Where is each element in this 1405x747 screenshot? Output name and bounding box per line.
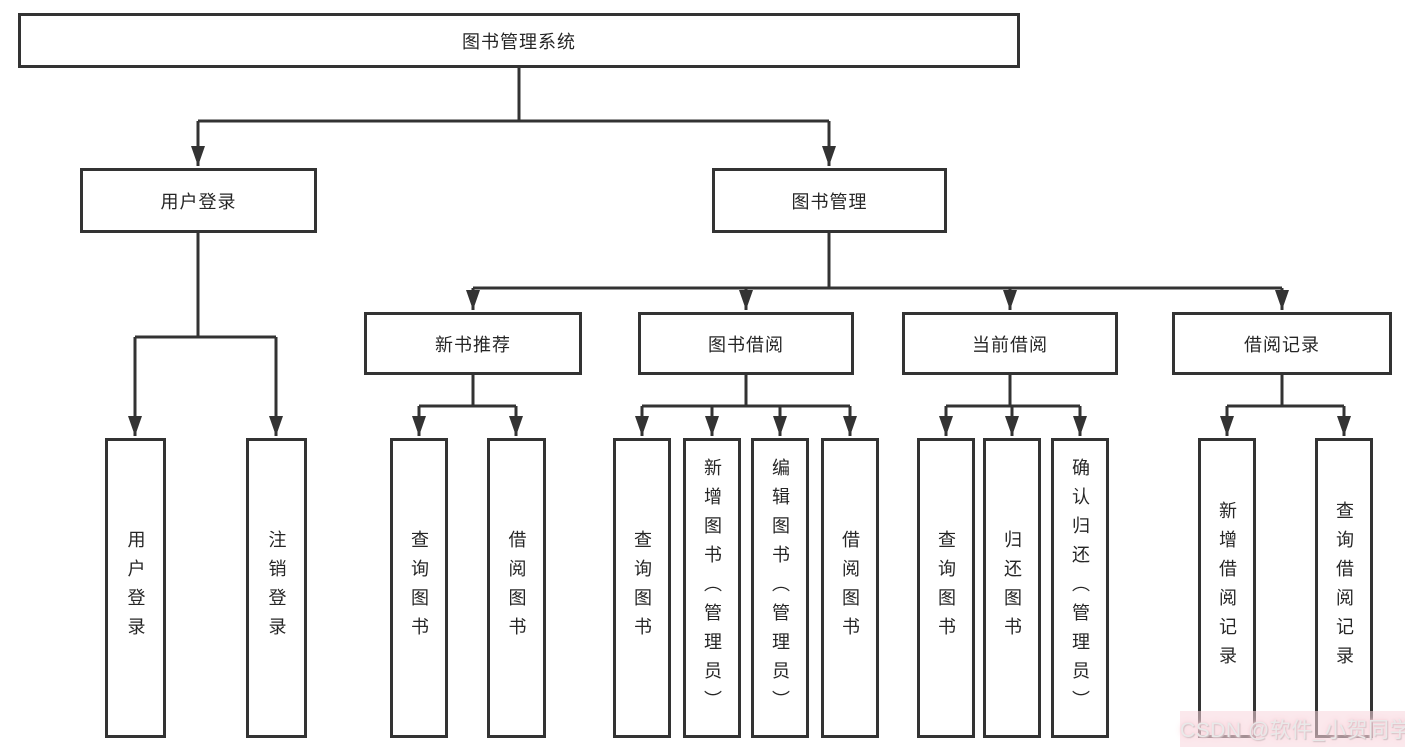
node-label: 用户登录 — [160, 191, 237, 212]
node-label: 图书管理 — [791, 191, 868, 212]
node-label: 图书借阅 — [708, 334, 784, 355]
node-label: 查询图书 — [409, 530, 429, 646]
leaf-return-books: 归还图书 — [983, 438, 1041, 738]
leaf-add-borrow-record: 新增借阅记录 — [1198, 438, 1256, 738]
leaf-logout: 注销登录 — [246, 438, 307, 738]
node-current-borrowing: 当前借阅 — [902, 312, 1118, 375]
node-label: 编辑图书（管理员） — [770, 457, 790, 719]
node-library-system: 图书管理系统 — [18, 13, 1020, 68]
leaf-confirm-return-admin: 确认归还（管理员） — [1051, 438, 1109, 738]
node-label: 新增图书（管理员） — [702, 457, 722, 719]
node-borrowing-records: 借阅记录 — [1172, 312, 1392, 375]
node-label: 查询图书 — [936, 530, 956, 646]
leaf-edit-books-admin: 编辑图书（管理员） — [751, 438, 809, 738]
node-label: 用户登录 — [125, 530, 146, 646]
csdn-watermark: CSDN @软件_小贺同学 — [1180, 711, 1405, 747]
leaf-query-books: 查询图书 — [613, 438, 671, 738]
leaf-query-borrow-record: 查询借阅记录 — [1315, 438, 1373, 738]
node-label: 归还图书 — [1002, 530, 1022, 646]
leaf-query-books: 查询图书 — [390, 438, 448, 738]
node-new-book-recommendation: 新书推荐 — [364, 312, 582, 375]
leaf-query-books: 查询图书 — [917, 438, 975, 738]
node-label: 新书推荐 — [435, 334, 511, 355]
node-user-login: 用户登录 — [80, 168, 317, 233]
node-label: 新增借阅记录 — [1217, 501, 1237, 675]
node-label: 查询借阅记录 — [1334, 501, 1354, 675]
node-label: 借阅图书 — [840, 530, 860, 646]
leaf-add-books-admin: 新增图书（管理员） — [683, 438, 741, 738]
node-label: 查询图书 — [632, 530, 652, 646]
node-label: 借阅记录 — [1244, 334, 1320, 355]
leaf-borrow-books: 借阅图书 — [821, 438, 879, 738]
watermark-text: CSDN @软件_小贺同学 — [1180, 719, 1405, 742]
node-label: 当前借阅 — [972, 334, 1048, 355]
node-label: 借阅图书 — [506, 530, 527, 646]
node-book-borrowing: 图书借阅 — [638, 312, 854, 375]
leaf-user-login: 用户登录 — [105, 438, 166, 738]
leaf-borrow-books: 借阅图书 — [487, 438, 546, 738]
node-label: 图书管理系统 — [462, 31, 576, 52]
node-label: 确认归还（管理员） — [1070, 457, 1090, 719]
node-label: 注销登录 — [266, 530, 287, 646]
node-book-management: 图书管理 — [712, 168, 947, 233]
